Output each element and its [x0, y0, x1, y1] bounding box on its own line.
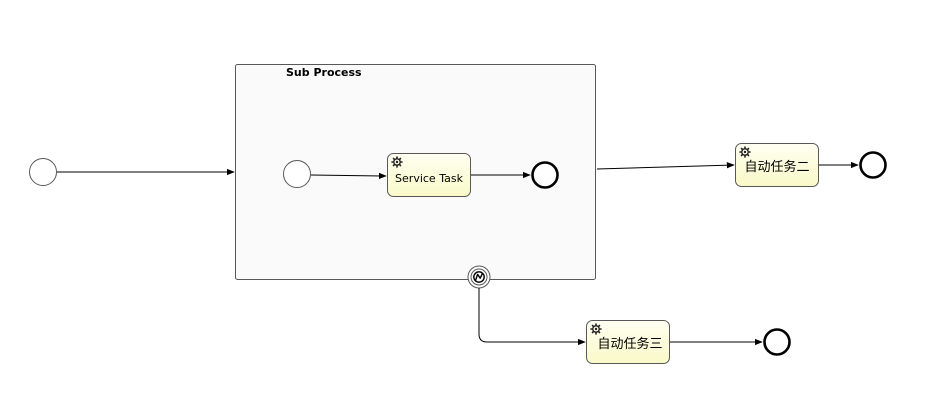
service-task-label: Service Task [395, 172, 464, 185]
end-event-1[interactable] [859, 151, 887, 179]
auto-task-3[interactable]: 自动任务三 [586, 320, 670, 364]
subprocess-end-event[interactable] [531, 161, 559, 189]
subprocess-start-event[interactable] [283, 160, 311, 188]
auto-task-2-label: 自动任务二 [744, 159, 809, 175]
auto-task-2[interactable]: 自动任务二 [735, 143, 819, 187]
gear-icon [391, 156, 403, 168]
subprocess-title: Sub Process [286, 66, 362, 79]
end-event-2[interactable] [763, 328, 791, 356]
gear-icon [739, 146, 751, 158]
service-task[interactable]: Service Task [387, 153, 471, 197]
error-boundary-event[interactable] [467, 265, 491, 289]
sequence-flow-subprocess-to-auto-task-2[interactable] [596, 162, 735, 170]
start-event[interactable] [29, 158, 57, 186]
gear-icon [590, 323, 602, 335]
sequence-flow-inner-start-to-service-task[interactable] [310, 172, 387, 180]
sequence-flow-boundary-to-auto-task-3[interactable] [478, 288, 586, 346]
auto-task-3-label: 自动任务三 [597, 336, 662, 352]
error-boundary-icon [473, 271, 485, 283]
